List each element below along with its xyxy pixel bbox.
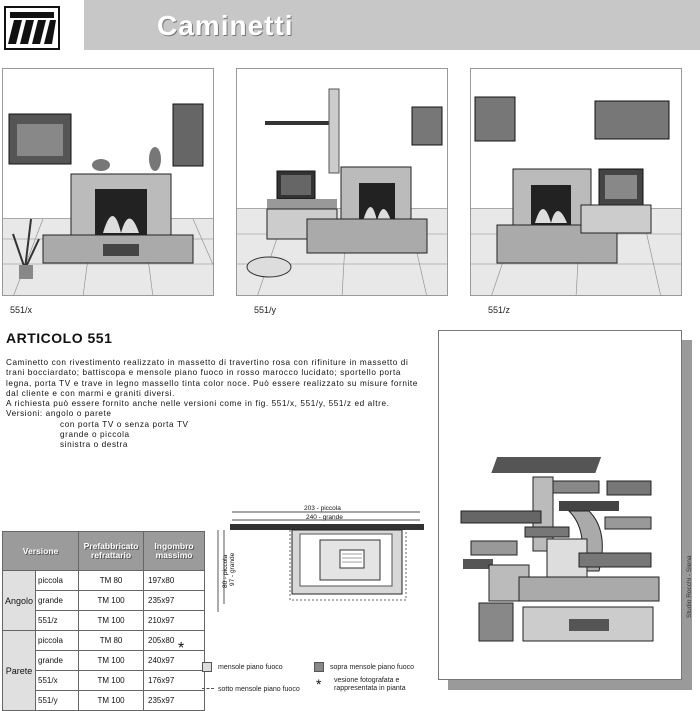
legend-swatch-sopra (314, 662, 324, 672)
table-row: 551/z TM 100 210x97 (3, 610, 206, 631)
illustration-551z (470, 68, 682, 296)
article-description: Caminetto con rivestimento realizzato in… (6, 358, 426, 451)
brand-logo (4, 6, 60, 50)
caption-551x: 551/x (10, 305, 33, 315)
option-item: con porta TV o senza porta TV (60, 419, 189, 429)
studio-credit: Studio Rocchi - Siena (686, 555, 693, 618)
dim-side-large: 97 - grande (229, 552, 236, 586)
cell-prefab: TM 80 (78, 570, 145, 591)
legend-swatch-sotto (202, 688, 214, 689)
cell-size: 205x80 (143, 630, 206, 651)
option-item: sinistra o destra (60, 440, 128, 450)
cell-prefab: TM 100 (78, 670, 145, 691)
legend-sopra: sopra mensole piano fuoco (330, 664, 415, 671)
legend-photographed: vesione fotografata e rappresentata in p… (334, 677, 406, 692)
cell-size: 210x97 (143, 610, 206, 631)
caption-551z: 551/z (488, 305, 511, 315)
cell-prefab: TM 80 (78, 630, 145, 651)
spec-table: Versione Prefabbricato refrattario Ingom… (1, 531, 206, 711)
legend-mensole: mensole piano fuoco (218, 664, 283, 671)
cell-variant: piccola (35, 570, 80, 591)
illustration-551x (2, 68, 214, 296)
cell-variant: grande (35, 650, 80, 671)
table-row: Angolo piccola TM 80 197x80 (1, 570, 206, 631)
paragraph: Versioni: angolo o parete (6, 409, 112, 419)
paragraph: A richiesta può essere fornito anche nel… (6, 399, 390, 409)
cell-variant: 551/z (35, 610, 80, 631)
table-row: grande TM 100 235x97 (3, 590, 206, 611)
cell-variant: piccola (35, 630, 80, 651)
table-row: 551/x TM 100 176x97 (3, 670, 206, 691)
logo-mark-icon (8, 12, 56, 44)
cell-prefab: TM 100 (78, 610, 145, 631)
cell-prefab: TM 100 (78, 690, 145, 711)
paragraph: Caminetto con rivestimento realizzato in… (6, 358, 418, 398)
header-prefabbricato: Prefabbricato refrattario (78, 531, 145, 571)
legend-swatch-mensole (202, 662, 212, 672)
cell-variant: 551/y (35, 690, 80, 711)
exploded-view (438, 330, 682, 680)
title-bar (84, 0, 700, 50)
cell-size: 176x97 (143, 670, 206, 691)
header-ingombro: Ingombro massimo (143, 531, 206, 571)
header-versione: Versione (1, 531, 80, 571)
floor-plan (210, 500, 430, 620)
cell-prefab: TM 100 (78, 590, 145, 611)
group-angolo: Angolo (1, 570, 37, 631)
legend-star: * (316, 676, 322, 692)
legend-sotto: sotto mensole piano fuoco (218, 686, 300, 693)
cell-prefab: TM 100 (78, 650, 145, 671)
photographed-version-marker: * (178, 640, 185, 657)
table-header-row: Versione Prefabbricato refrattario Ingom… (1, 531, 206, 571)
cell-size: 235x97 (143, 690, 206, 711)
cell-variant: grande (35, 590, 80, 611)
page-title: Caminetti (157, 10, 294, 41)
cell-variant: 551/x (35, 670, 80, 691)
caption-551y: 551/y (254, 305, 277, 315)
dim-side-small: 80 - piccola (222, 554, 229, 588)
cell-size: 235x97 (143, 590, 206, 611)
table-row: Parete piccola TM 80 205x80 (1, 630, 206, 711)
dim-top-small: 203 - piccola (304, 505, 341, 512)
cell-size: 197x80 (143, 570, 206, 591)
dim-top-large: 240 - grande (306, 514, 343, 521)
article-title: ARTICOLO 551 (6, 330, 113, 346)
group-parete: Parete (1, 630, 37, 711)
cell-size: 240x97 (143, 650, 206, 671)
illustration-551y (236, 68, 448, 296)
option-item: grande o piccola (60, 430, 130, 440)
